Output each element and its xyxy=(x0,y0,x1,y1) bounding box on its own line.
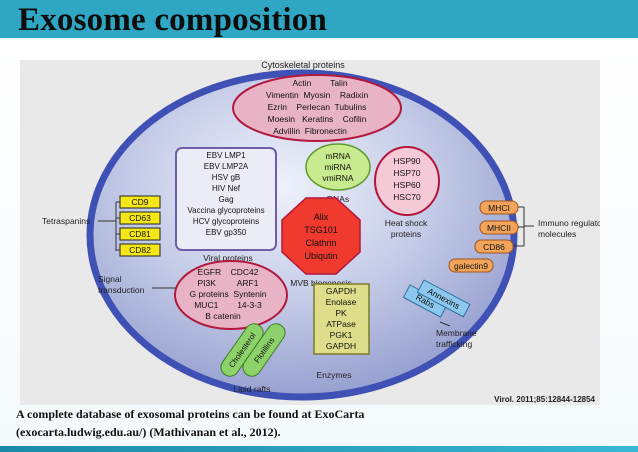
signal-protein: EGFR CDC42 xyxy=(198,267,259,277)
signal-protein: MUC1 14-3-3 xyxy=(194,300,262,310)
viral-protein: EBV LMP1 xyxy=(206,151,246,160)
heat-shock-protein: HSC70 xyxy=(393,192,421,202)
rna-item: mRNA xyxy=(325,151,350,161)
viral-proteins-box xyxy=(175,147,277,251)
tetraspanin: CD81 xyxy=(129,229,151,239)
citation: Virol. 2011;85:12844-12854 xyxy=(494,395,595,404)
diagram-figure: Cytoskeletal proteins Actin Talin Viment… xyxy=(20,60,605,405)
rna-group xyxy=(305,143,371,191)
exosome-diagram: Cytoskeletal proteins Actin Talin Viment… xyxy=(42,60,605,404)
signal-transduction-group xyxy=(174,260,288,330)
mvb-protein: TSG101 xyxy=(304,225,338,235)
enzymes-label: Enzymes xyxy=(317,370,352,380)
mvb-octagon xyxy=(281,197,361,275)
cytoskeletal-line: Vimentin Myosin Radixin xyxy=(266,90,369,100)
mvb-protein: Alix xyxy=(314,212,329,222)
immuno-molecule: MHCII xyxy=(487,223,511,233)
viral-protein: EBV gp350 xyxy=(206,228,247,237)
signal-protein: PI3K ARF1 xyxy=(198,278,259,288)
heat-shock-label: Heat shock xyxy=(385,218,428,228)
tetraspanin: CD9 xyxy=(131,197,148,207)
caption-line-1: A complete database of exosomal proteins… xyxy=(16,407,365,421)
heat-shock-group xyxy=(374,146,440,216)
tetraspanin: CD82 xyxy=(129,245,151,255)
trafficking-connector xyxy=(439,321,451,327)
cytoskeletal-line: Moesin Keratins Cofilin xyxy=(268,114,367,124)
slide-title: Exosome composition xyxy=(18,2,328,38)
rna-item: vmiRNA xyxy=(322,173,353,183)
trafficking-label: Membrane xyxy=(436,328,477,338)
signal-transduction-label: transduction xyxy=(98,285,145,295)
immuno-list: MHCI MHCII CD86 galectin9 xyxy=(448,200,534,273)
tetraspanins-label: Tetraspanins xyxy=(42,216,90,226)
immuno-label: molecules xyxy=(538,229,576,239)
viral-proteins-label: Viral proteins xyxy=(203,253,252,263)
cytoskeletal-label: Cytoskeletal proteins xyxy=(261,60,345,70)
tetraspanin: CD63 xyxy=(129,213,151,223)
cytoskeletal-group xyxy=(232,74,402,142)
trafficking-label: trafficking xyxy=(436,339,472,349)
enzyme: GAPDH xyxy=(326,286,356,296)
enzymes-box xyxy=(313,283,370,355)
cytoskeletal-line: Actin Talin xyxy=(292,78,347,88)
immuno-label: Immuno regulator xyxy=(538,218,600,228)
cytoskeletal-line: Advillin Fibronectin xyxy=(273,126,347,136)
enzyme: GAPDH xyxy=(326,341,356,351)
immuno-molecule: galectin9 xyxy=(454,261,488,271)
immuno-molecule: MHCI xyxy=(488,203,510,213)
viral-protein: HCV glycoproteins xyxy=(193,217,259,226)
flotillins-pill xyxy=(242,323,286,377)
enzyme: PGK1 xyxy=(330,330,353,340)
enzyme: ATPase xyxy=(326,319,356,329)
signal-protein: B catenin xyxy=(205,311,241,321)
viral-protein: HIV Nef xyxy=(212,184,241,193)
mvb-label: MVB biogenesis xyxy=(290,278,351,288)
enzyme: Enolase xyxy=(326,297,357,307)
footer-bar xyxy=(0,446,638,452)
viral-protein: Gag xyxy=(218,195,233,204)
mvb-protein: Clathrin xyxy=(305,238,336,248)
heat-shock-protein: HSP70 xyxy=(394,168,421,178)
lipid-rafts-label: Lipid rafts xyxy=(234,384,271,394)
title-bar xyxy=(0,0,638,38)
viral-protein: EBV LMP2A xyxy=(204,162,249,171)
viral-protein: Vaccina glycoproteins xyxy=(187,206,264,215)
caption-line-2: (exocarta.ludwig.edu.au/) (Mathivanan et… xyxy=(16,425,281,439)
heat-shock-protein: HSP60 xyxy=(394,180,421,190)
tetraspanin-list: CD9 CD63 CD81 CD82 xyxy=(116,195,161,257)
heat-shock-label: proteins xyxy=(391,229,421,239)
enzyme: PK xyxy=(335,308,347,318)
heat-shock-protein: HSP90 xyxy=(394,156,421,166)
viral-protein: HSV gB xyxy=(212,173,240,182)
immuno-pill xyxy=(448,258,494,273)
signal-protein: G proteins Syntenin xyxy=(189,289,266,299)
cytoskeletal-line: Ezrin Perlecan Tubulins xyxy=(268,102,367,112)
rna-item: miRNA xyxy=(325,162,352,172)
annexins-box xyxy=(416,279,471,318)
signal-transduction-label: Signal xyxy=(98,274,122,284)
immuno-molecule: CD86 xyxy=(483,242,505,252)
vesicle-membrane xyxy=(86,69,518,401)
mvb-protein: Ubiqutin xyxy=(304,251,337,261)
